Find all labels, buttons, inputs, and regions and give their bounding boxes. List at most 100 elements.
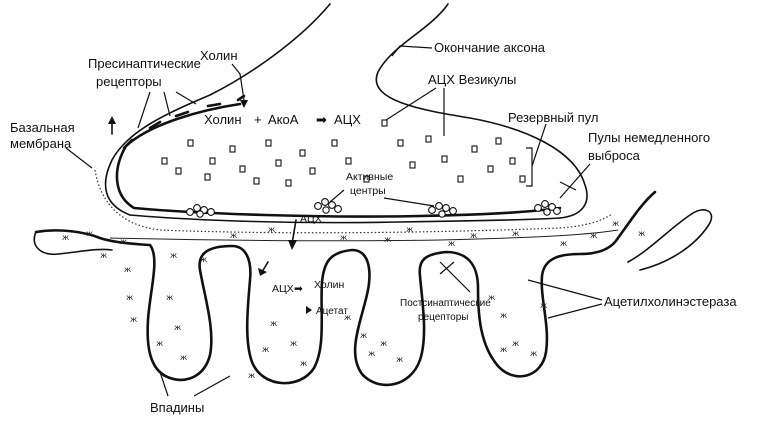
label-immediate-pool-2: выброса <box>588 148 641 163</box>
vesicle <box>332 140 337 146</box>
label-hydrolysis-arrow: ➡ <box>294 283 303 295</box>
vesicle <box>176 168 181 174</box>
ache-mark: ж <box>380 339 387 348</box>
vesicle <box>230 146 235 152</box>
vesicle <box>210 158 215 164</box>
label-postsynaptic-receptors-2: рецепторы <box>418 312 469 323</box>
label-basal-membrane-2: мембрана <box>10 136 72 151</box>
pointer-folds-2 <box>194 376 230 396</box>
ache-mark: ж <box>500 345 507 354</box>
vesicle <box>286 180 291 186</box>
ache-mark: ж <box>270 319 277 328</box>
label-plus: + <box>254 112 262 127</box>
ache-mark: ж <box>612 219 619 228</box>
active-site-1 <box>187 205 215 218</box>
ache-mark: ж <box>86 229 93 238</box>
ache-mark: ж <box>200 255 207 264</box>
label-presynaptic-receptors-2: рецепторы <box>96 74 162 89</box>
vesicle <box>276 160 281 166</box>
label-immediate-pool-1: Пулы немедленного <box>588 130 710 145</box>
label-active-zones-1: Активные <box>346 171 393 183</box>
ache-mark: ж <box>396 355 403 364</box>
vesicle <box>240 166 245 172</box>
label-basal-membrane-1: Базальная <box>10 120 75 135</box>
synaptic-cleft-line <box>110 230 618 241</box>
vesicle <box>310 168 315 174</box>
label-acetylcholinesterase: Ацетилхолинэстераза <box>604 294 737 309</box>
label-folds: Впадины <box>150 400 204 415</box>
label-reserve-pool: Резервный пул <box>508 110 598 125</box>
label-acetate-product: Ацетат <box>316 306 348 317</box>
ache-mark: ж <box>62 233 69 242</box>
axon-left-edge <box>106 4 330 215</box>
ache-mark: ж <box>248 371 255 380</box>
reserve-pool-bracket <box>526 148 532 186</box>
vesicle <box>188 140 193 146</box>
vesicle <box>520 176 525 182</box>
active-site-4 <box>535 201 561 216</box>
ache-mark: ж <box>340 233 347 242</box>
vesicle <box>346 158 351 164</box>
label-ach-vesicles: АЦХ Везикулы <box>428 72 516 87</box>
postsynaptic-right-edge <box>628 210 712 270</box>
vesicle <box>510 158 515 164</box>
ache-mark: ж <box>530 349 537 358</box>
label-active-zones-2: центры <box>350 185 386 197</box>
pointer-presynaptic-2 <box>164 92 170 116</box>
label-ach-synth: АЦХ <box>334 112 361 127</box>
vesicle <box>266 140 271 146</box>
label-postsynaptic-receptors-1: Постсинаптические <box>400 298 491 309</box>
vesicle <box>410 162 415 168</box>
pointer-active-zones-1 <box>330 190 344 202</box>
vesicle <box>254 178 259 184</box>
ache-mark: ж <box>156 339 163 348</box>
pointer-ache-2 <box>548 304 602 318</box>
ache-mark: ж <box>100 251 107 260</box>
pointer-active-zones-2 <box>384 198 434 206</box>
ache-mark: ж <box>126 293 133 302</box>
ache-mark: ж <box>540 301 547 310</box>
ache-mark: ж <box>290 339 297 348</box>
label-axon-terminal: Окончание аксона <box>434 40 546 55</box>
vesicle <box>458 176 463 182</box>
acetate-arrow <box>306 306 312 314</box>
pointer-postsynaptic <box>440 262 470 292</box>
ache-mark: ж <box>170 251 177 260</box>
vesicle <box>162 158 167 164</box>
ache-mark: ж <box>512 229 519 238</box>
vesicle <box>472 146 477 152</box>
pointer-lines <box>66 46 602 396</box>
ache-mark: ж <box>300 359 307 368</box>
ache-mark: ж <box>384 235 391 244</box>
pointer-basal-membrane <box>66 148 92 168</box>
ache-mark: ж <box>638 229 645 238</box>
label-acetyl-coa: АкоА <box>268 112 299 127</box>
ache-mark: ж <box>360 331 367 340</box>
vesicle <box>205 174 210 180</box>
ache-mark: ж <box>130 315 137 324</box>
pointer-reserve-pool <box>532 124 546 166</box>
vesicle <box>496 138 501 144</box>
vesicle <box>300 150 305 156</box>
pointer-presynaptic-1 <box>138 92 150 128</box>
ache-mark: ж <box>124 265 131 274</box>
label-ach-cleft: АЦХ <box>300 213 322 225</box>
labels: Окончание аксона Холин Пресинаптические … <box>10 40 737 415</box>
ache-mark: ж <box>590 231 597 240</box>
pointer-presynaptic-3 <box>176 92 196 104</box>
label-choline-top: Холин <box>200 48 238 63</box>
vesicle <box>488 166 493 172</box>
label-presynaptic-receptors-1: Пресинаптические <box>88 56 201 71</box>
vesicle <box>382 120 387 126</box>
ache-mark: ж <box>368 349 375 358</box>
label-choline-inner: Холин <box>204 112 242 127</box>
ache-mark: ж <box>262 345 269 354</box>
active-site-2 <box>315 199 342 214</box>
ache-mark: ж <box>166 293 173 302</box>
vesicle <box>442 156 447 162</box>
ache-mark: ж <box>448 239 455 248</box>
ache-mark: ж <box>268 225 275 234</box>
label-choline-product: Холин <box>314 279 344 291</box>
vesicle <box>398 140 403 146</box>
